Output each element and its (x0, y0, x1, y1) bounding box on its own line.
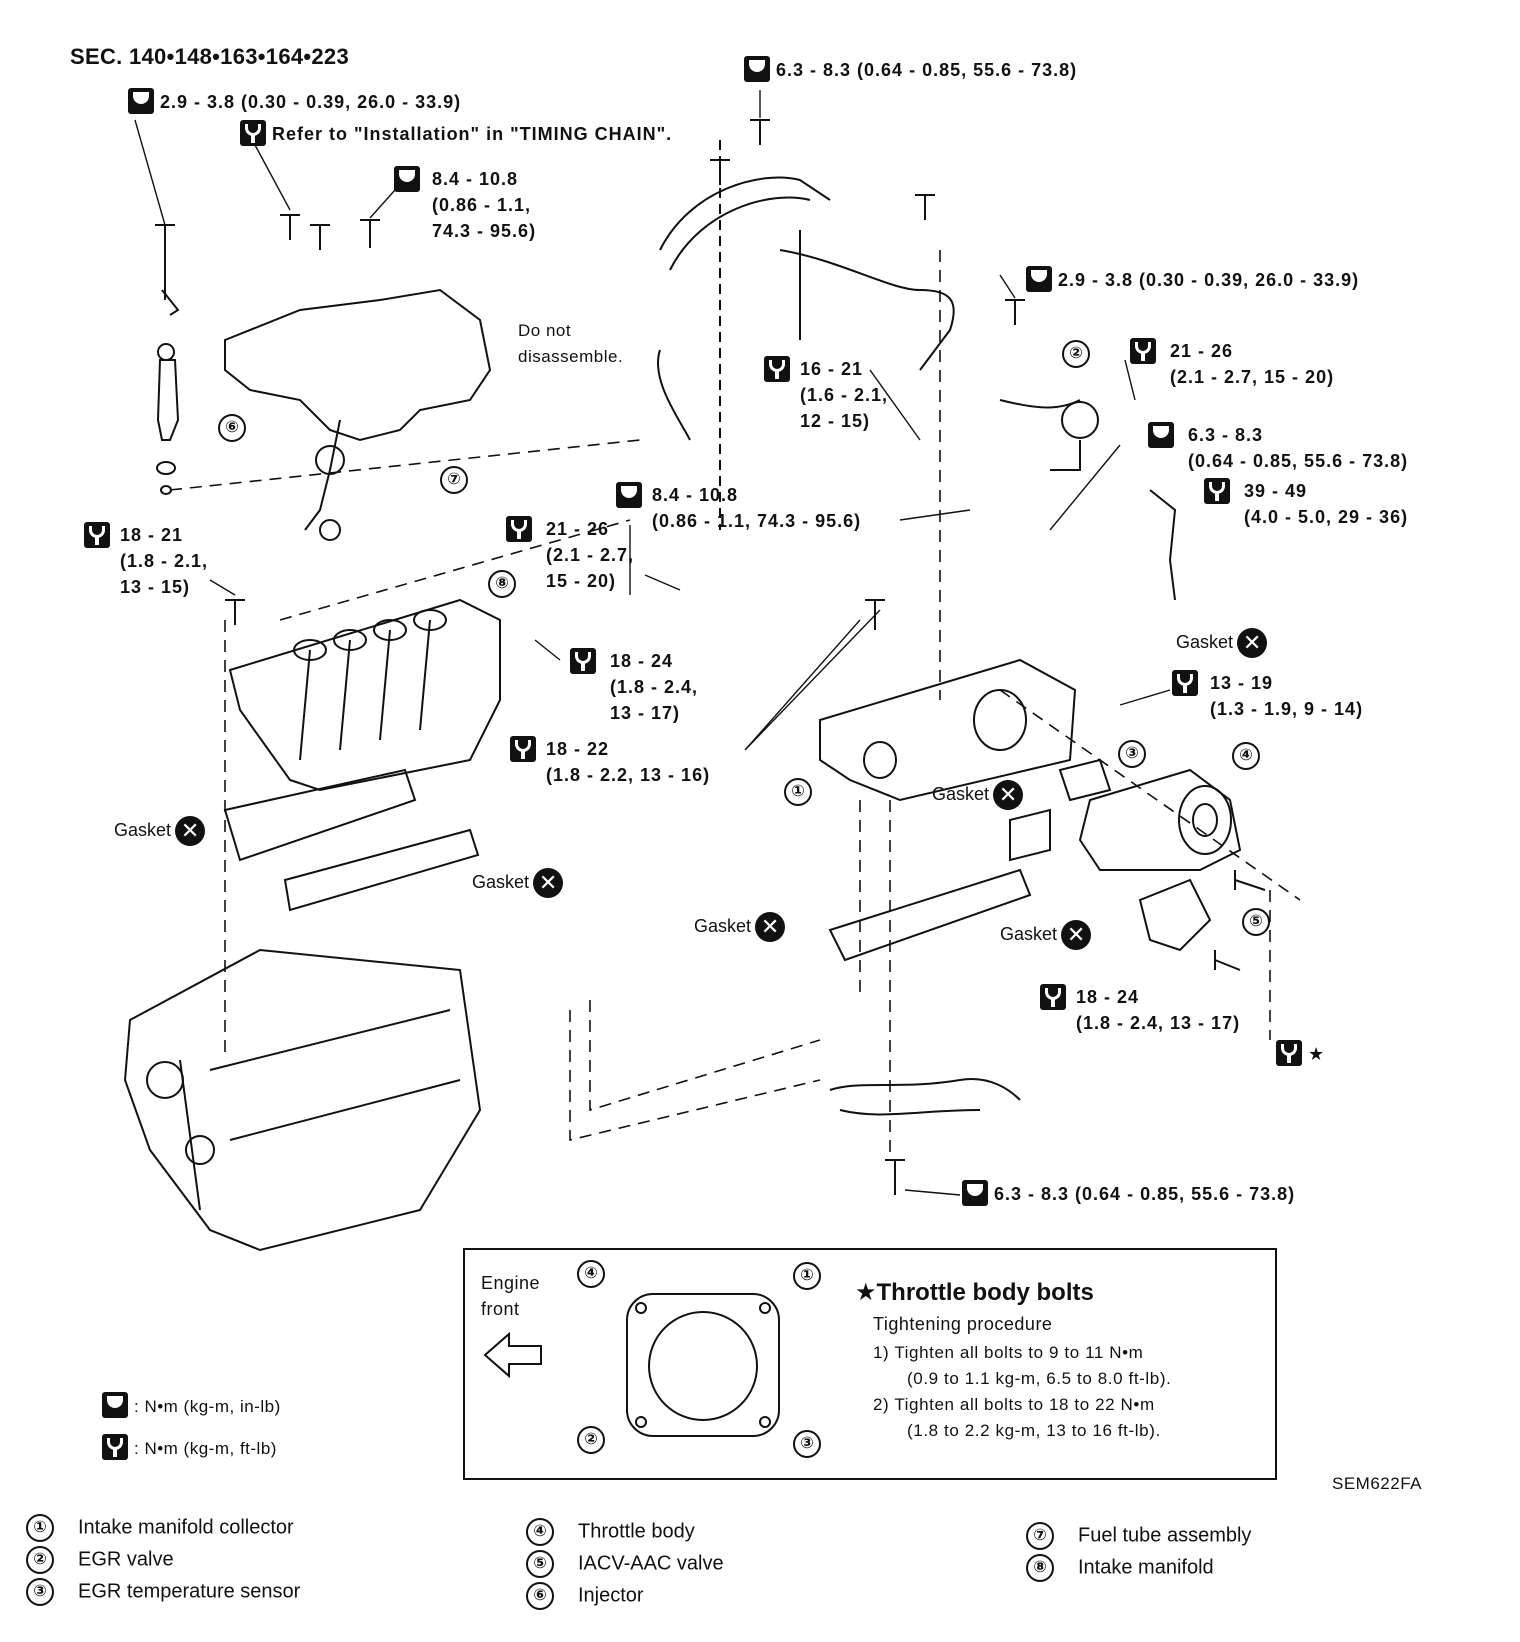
torque-spec-t5: 2.9 - 3.8 (0.30 - 0.39, 26.0 - 33.9) (1026, 266, 1359, 293)
engine-block-shape (123, 948, 482, 1252)
injector-shape (156, 359, 180, 441)
section-reference: SEC. 140•148•163•164•223 (70, 44, 349, 69)
torque-spec-t13: 18 - 24 (1.8 - 2.4, 13 - 17) (570, 648, 698, 726)
torque-wrench-inlb-icon (1026, 266, 1052, 292)
callout-3: ③ (1118, 740, 1146, 768)
torque-spec-t6: 21 - 26 (2.1 - 2.7, 15 - 20) (1130, 338, 1334, 390)
intake-manifold-collector-shape (819, 658, 1077, 802)
throttle-body-shape (1078, 768, 1242, 871)
torque-spec-t3: 8.4 - 10.8 (0.86 - 1.1, 74.3 - 95.6) (394, 166, 536, 244)
torque-wrench-ftlb-icon (510, 736, 536, 762)
replace-x-icon: ✕ (1061, 920, 1092, 950)
torque-wrench-inlb-icon (744, 56, 770, 82)
torque-spec-t9: 39 - 49 (4.0 - 5.0, 29 - 36) (1204, 478, 1408, 530)
throttle-body-bolt-box: Engine front ④ ① ② ③ ★Throttle body bolt… (463, 1248, 1277, 1480)
callout-7: ⑦ (440, 466, 468, 494)
torque-spec-t7: 16 - 21 (1.6 - 2.1, 12 - 15) (764, 356, 888, 434)
bolt-number-3: ③ (793, 1430, 821, 1458)
fuel-tube-assembly-shape (224, 288, 492, 442)
units-legend-inlb: : N•m (kg-m, in-lb) (102, 1392, 281, 1418)
torque-spec-t2: Refer to "Installation" in "TIMING CHAIN… (240, 120, 672, 147)
torque-wrench-inlb-icon (616, 482, 642, 508)
torque-wrench-inlb-icon (102, 1392, 128, 1418)
torque-spec-t12: 18 - 21 (1.8 - 2.1, 13 - 15) (84, 522, 208, 600)
callout-8: ⑧ (488, 570, 516, 598)
torque-spec-t4: 6.3 - 8.3 (0.64 - 0.85, 55.6 - 73.8) (744, 56, 1077, 83)
torque-spec-t11: 21 - 26 (2.1 - 2.7, 15 - 20) (506, 516, 634, 594)
torque-wrench-ftlb-icon (1204, 478, 1230, 504)
torque-wrench-ftlb-icon (240, 120, 266, 146)
torque-spec-t17: 6.3 - 8.3 (0.64 - 0.85, 55.6 - 73.8) (962, 1180, 1295, 1207)
torque-wrench-ftlb-icon (1040, 984, 1066, 1010)
gasket-label-upper-right: Gasket✕ (1176, 628, 1268, 658)
callout-2: ② (1062, 340, 1090, 368)
callout-1: ① (784, 778, 812, 806)
callout-5: ⑤ (1242, 908, 1270, 936)
torque-wrench-ftlb-icon (84, 522, 110, 548)
egr-valve-shape (1061, 401, 1099, 439)
bolt-number-2: ② (577, 1426, 605, 1454)
do-not-disassemble-note: Do not disassemble. (518, 321, 624, 366)
torque-wrench-ftlb-icon (570, 648, 596, 674)
units-legend-ftlb: : N•m (kg-m, ft-lb) (102, 1434, 277, 1460)
torque-wrench-ftlb-icon (506, 516, 532, 542)
torque-spec-t18: ★ (1276, 1040, 1325, 1067)
engine-front-label: Engine front (481, 1273, 541, 1319)
throttle-box-subtitle: Tightening procedure (873, 1314, 1053, 1334)
gasket-label-throttle: Gasket✕ (932, 780, 1024, 810)
gasket-label-left: Gasket✕ (114, 816, 206, 846)
replace-x-icon: ✕ (755, 912, 786, 942)
torque-spec-t10: 8.4 - 10.8 (0.86 - 1.1, 74.3 - 95.6) (616, 482, 861, 534)
torque-wrench-inlb-icon (1148, 422, 1174, 448)
throttle-box-step-2-detail: (1.8 to 2.2 kg-m, 13 to 16 ft-lb). (907, 1421, 1161, 1440)
throttle-box-title: ★Throttle body bolts (855, 1279, 1094, 1306)
bolt-number-1: ① (793, 1262, 821, 1290)
torque-wrench-inlb-icon (128, 88, 154, 114)
throttle-box-step-1: 1) Tighten all bolts to 9 to 11 N•m (873, 1343, 1144, 1362)
torque-wrench-ftlb-icon (1130, 338, 1156, 364)
torque-wrench-ftlb-icon (764, 356, 790, 382)
arrow-left-icon (483, 1331, 542, 1379)
torque-wrench-ftlb-icon (1172, 670, 1198, 696)
torque-spec-t14: 18 - 22 (1.8 - 2.2, 13 - 16) (510, 736, 710, 788)
throttle-box-step-2: 2) Tighten all bolts to 18 to 22 N•m (873, 1395, 1155, 1414)
replace-x-icon: ✕ (175, 816, 206, 846)
torque-wrench-inlb-icon (962, 1180, 988, 1206)
replace-x-icon: ✕ (1237, 628, 1268, 658)
replace-x-icon: ✕ (533, 868, 564, 898)
callout-6: ⑥ (218, 414, 246, 442)
torque-spec-t16: 18 - 24 (1.8 - 2.4, 13 - 17) (1040, 984, 1240, 1036)
gasket-label-left-lower: Gasket✕ (472, 868, 564, 898)
torque-wrench-ftlb-icon (102, 1434, 128, 1460)
gasket-label-throttle-lower: Gasket✕ (1000, 920, 1092, 950)
callout-4: ④ (1232, 742, 1260, 770)
torque-wrench-ftlb-icon (1276, 1040, 1302, 1066)
figure-reference: SEM622FA (1332, 1474, 1422, 1493)
throttle-box-step-1-detail: (0.9 to 1.1 kg-m, 6.5 to 8.0 ft-lb). (907, 1369, 1172, 1388)
torque-spec-t8: 6.3 - 8.3 (0.64 - 0.85, 55.6 - 73.8) (1148, 422, 1408, 474)
throttle-gasket-diagram (626, 1293, 780, 1437)
torque-spec-t1: 2.9 - 3.8 (0.30 - 0.39, 26.0 - 33.9) (128, 88, 461, 115)
gasket-label-collector: Gasket✕ (694, 912, 786, 942)
intake-manifold-shape (228, 598, 501, 792)
torque-spec-t15: 13 - 19 (1.3 - 1.9, 9 - 14) (1172, 670, 1363, 722)
replace-x-icon: ✕ (993, 780, 1024, 810)
iacv-aac-valve-shape (1138, 878, 1212, 952)
bolt-number-4: ④ (577, 1260, 605, 1288)
torque-wrench-inlb-icon (394, 166, 420, 192)
